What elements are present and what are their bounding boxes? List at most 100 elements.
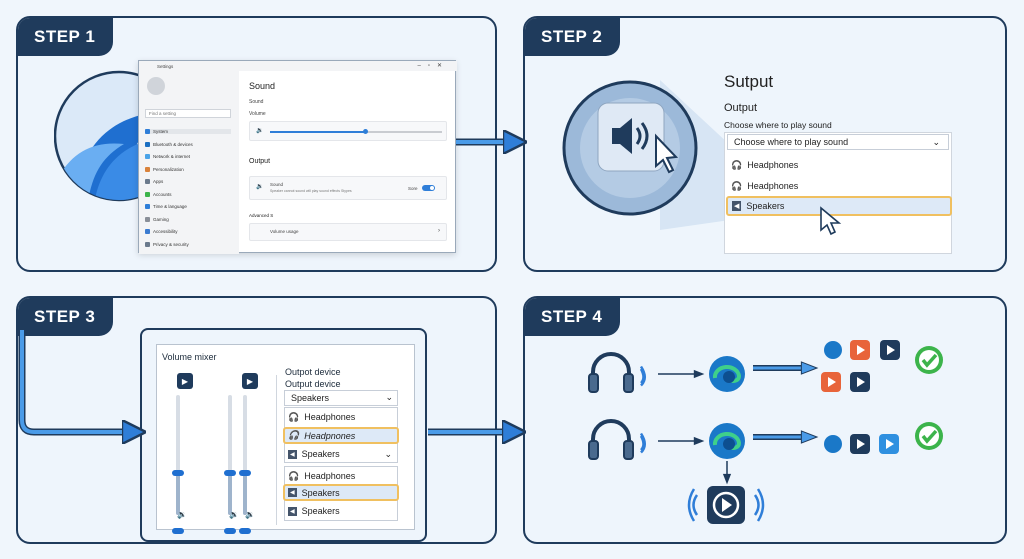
headphones-icon: 🎧 [288,470,300,481]
sidebar-item[interactable]: Accounts [145,191,172,197]
volume-usage-card[interactable]: Volume usage › [249,223,447,241]
chevron-down-icon: ⌄ [932,137,940,147]
sidebar-item[interactable]: Gaming [145,216,169,222]
step4-badge: STEP 4 [525,298,621,336]
sidebar-item[interactable]: Accessibility [145,229,178,234]
volume-card: 🔉 [249,121,447,141]
sidebar-item-label: Network & internet [153,154,191,159]
option-label: Headphones [747,160,799,170]
nav-icon [145,229,150,234]
app-icon: ▶ [177,373,193,389]
page-title: Sound [249,81,276,91]
output-toggle[interactable] [422,185,435,191]
sidebar-item-label: Bluetooth & devices [153,141,193,147]
step3-badge: STEP 3 [18,298,114,336]
nav-icon [145,191,150,197]
headphones-icon: 🎧 [288,411,300,422]
nav-icon [145,166,150,172]
sidebar-item-label: System [153,129,169,134]
window-title: Settings [157,64,174,69]
step2-option-headphones-1[interactable]: 🎧 Headphones [731,157,945,173]
headphones-icon [591,419,631,447]
mixer-divider [276,375,277,525]
step1-badge: STEP 1 [18,18,114,56]
edge-browser-icon [824,341,842,359]
select-value: Speakers [291,393,330,403]
speaker-icon: 🔉 [256,128,264,134]
sidebar-item-label: Accounts [153,191,172,197]
nav-icon [145,141,150,147]
sidebar-item[interactable]: Personalization [145,166,184,172]
mixer-title: Volume mixer [162,352,217,362]
step2-output-select[interactable]: Choose where to play sound ⌄ [727,134,949,150]
step2-badge: STEP 2 [525,18,621,56]
mouse-cursor-icon [820,206,842,236]
sidebar-item-label: Gaming [153,216,169,222]
sidebar-item[interactable]: Time & language [145,204,187,209]
advanced-label: Advanced S [249,213,274,218]
step3-list1-headpnones[interactable]: 🎧Headpnones [283,427,399,444]
step3-list1-speakers[interactable]: ◀Speakers⌄ [288,447,396,461]
speaker-icon: ◀ [288,506,297,516]
step3-list2-speakers-selected[interactable]: ◀Speakers [283,484,399,501]
headphones-icon: 🎧 [288,430,300,440]
select-value: Choose where to play sound [734,137,849,147]
sound-wave-icon [692,494,699,516]
headphones-icon: 🎧 [731,159,743,170]
option-label: Speakers [301,449,340,459]
edge-browser-icon [824,435,842,453]
step4-panel: STEP 4 [523,296,1007,544]
sound-wave-icon [687,488,696,522]
speaker-icon: 🔉 [256,184,264,190]
step2-option-speakers[interactable]: ◀Speakers [726,196,952,216]
sidebar-item-label: Apps [153,179,164,184]
step3-list2-headphones[interactable]: 🎧 Headphones [288,469,355,483]
speaker-icon: ◀ [288,488,297,497]
headphones-icon [591,352,631,380]
step2-choose-label: Choose where to play sound [724,120,832,130]
step3-list1-headphones[interactable]: 🎧Headphones [288,410,355,424]
sound-wave-icon [756,488,765,522]
mute-speaker-icon[interactable]: 🔉 [177,510,187,519]
output-device-label-2: Output device [285,379,341,389]
step3-list2-speakers[interactable]: ◀ Speakers [288,504,340,518]
nav-icon [145,241,150,247]
output-item-title: Sound [270,182,284,187]
sidebar-item[interactable]: Network & internet [145,154,190,159]
step2-option-headphones-2[interactable]: 🎧 Headphones [731,178,945,194]
sidebar-item-label: Privacy & security [153,241,189,247]
sound-wave-icon [753,494,760,516]
nav-icon [145,154,150,159]
option-label: Speakers [301,506,340,516]
option-label: Headphones [304,471,356,481]
nav-icon [145,204,150,209]
sidebar-item[interactable]: Privacy & security [145,241,189,247]
chevron-down-icon: ⌄ [384,448,392,459]
chevron-right-icon: › [438,228,440,234]
toggle-label: Sore [408,186,418,191]
sidebar-item[interactable]: System [145,129,231,134]
app-volume-slider[interactable] [239,395,251,534]
sidebar-item-label: Personalization [153,166,184,172]
window-controls[interactable]: –▫✕ [417,63,449,69]
speaker-zoom-circle [562,80,698,216]
sidebar-item[interactable]: Apps [145,179,163,184]
mute-speaker-icon[interactable]: 🔉 [229,510,239,519]
app-volume-slider[interactable] [224,395,236,534]
avatar[interactable] [147,77,165,95]
headphones-icon: 🎧 [731,180,743,191]
output-item-sub: Speaker cannot sound will play sound eff… [270,189,352,193]
output-card[interactable]: 🔉 Sound Speaker cannot sound will play s… [249,176,447,200]
step4-flow [588,340,943,524]
app-volume-slider[interactable] [172,395,184,534]
speaker-icon: ◀ [732,201,742,211]
option-label: Headphones [747,181,799,191]
mute-speaker-icon[interactable]: 🔉 [245,510,255,519]
volume-slider[interactable] [270,129,442,134]
step3-output-select[interactable]: Speakers ⌄ [284,390,398,406]
nav-icon [145,179,150,184]
sidebar-item[interactable]: Bluetooth & devices [145,141,193,147]
search-input[interactable]: Find a setting [145,109,231,118]
